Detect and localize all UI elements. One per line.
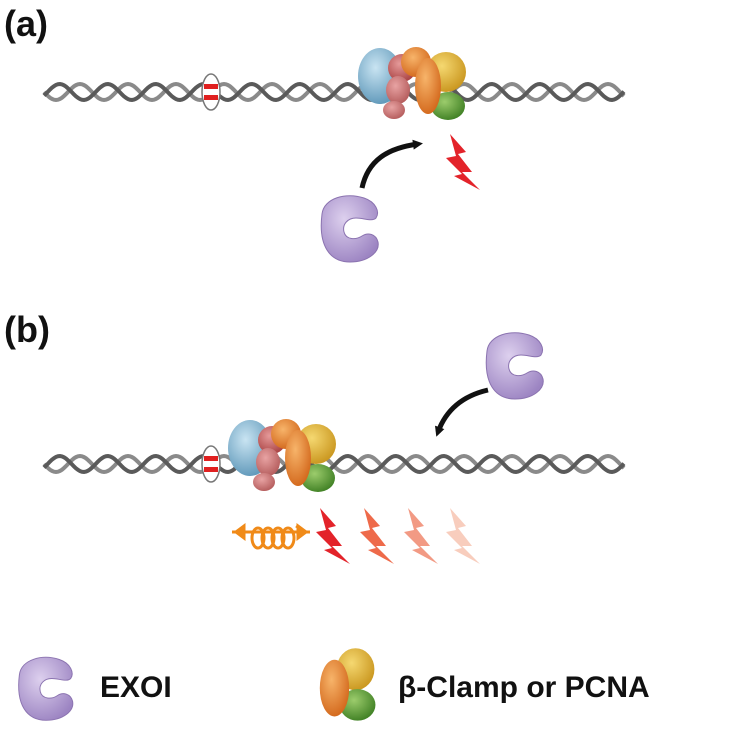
dna-strand (42, 453, 626, 475)
signal-bolt-icon (316, 508, 350, 564)
spring-icon (232, 523, 310, 550)
panel-b-label: (b) (4, 309, 50, 350)
exoi-icon (485, 332, 544, 400)
mmr-complex-b (228, 419, 336, 492)
dna-helix-b (42, 453, 626, 475)
dna-helix-a (42, 81, 626, 103)
curved-arrow-icon (435, 387, 489, 437)
signal-bolt-icon (446, 134, 480, 190)
legend-exoi-icon (18, 656, 74, 721)
signal-bolt-icon (404, 508, 438, 564)
dna-strand (42, 81, 626, 103)
curved-arrow-icon (359, 139, 423, 189)
mismatch-icon (201, 73, 221, 111)
panel-a-label: (a) (4, 3, 48, 44)
signal-bolt-icon (360, 508, 394, 564)
legend-clamp-label: β-Clamp or PCNA (398, 671, 650, 704)
mismatch-icon (201, 445, 221, 483)
exoi-icon (320, 195, 379, 263)
signal-bolt-icon (446, 508, 480, 564)
legend-exoi-label: EXOI (100, 671, 172, 704)
legend-clamp-icon (319, 648, 376, 721)
